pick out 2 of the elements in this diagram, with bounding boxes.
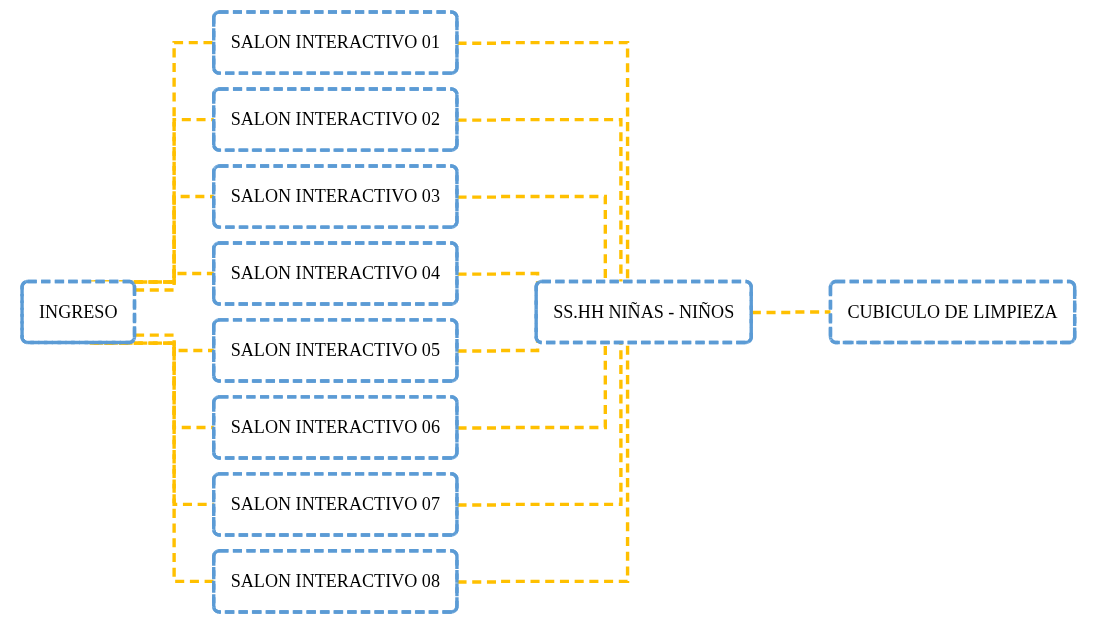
connector (457, 342, 629, 584)
connector (457, 339, 539, 353)
